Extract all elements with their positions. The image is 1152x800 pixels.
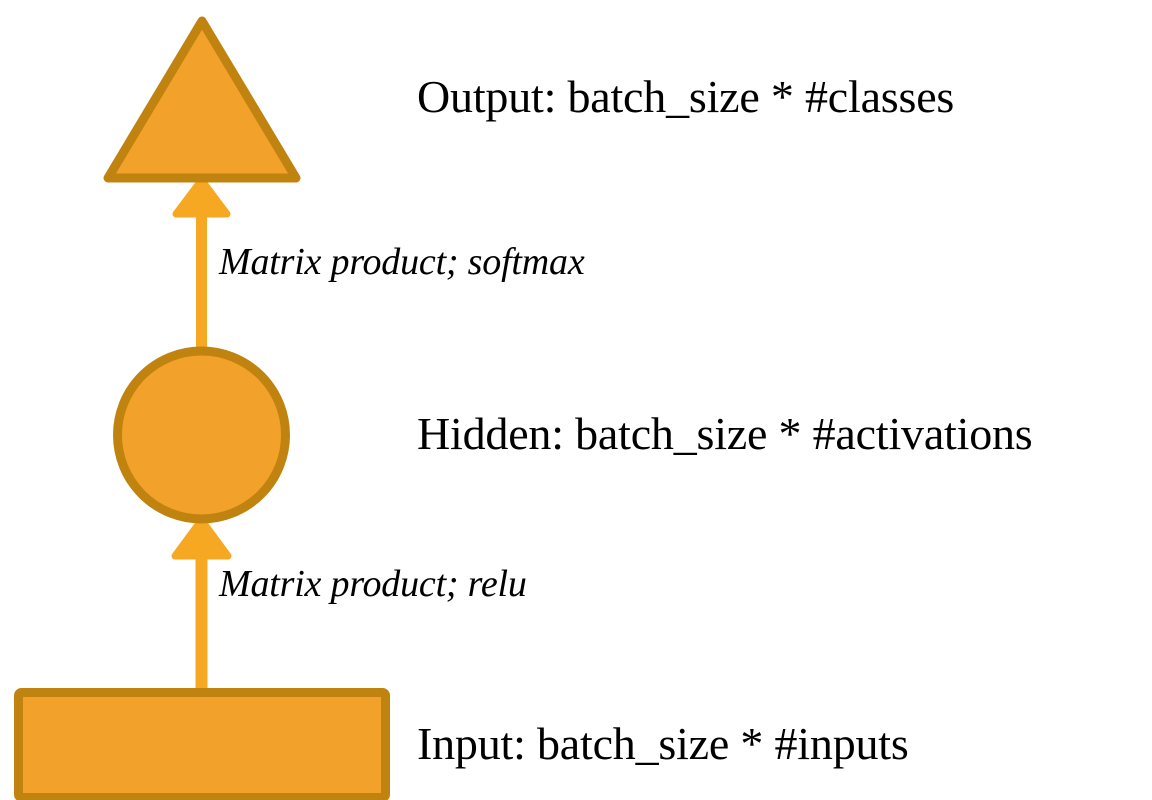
edge-input-to-hidden-arrow [171, 516, 232, 690]
edge-hidden-to-output-arrow [172, 176, 231, 353]
arrow-head-icon [172, 176, 231, 218]
node-input-rectangle[interactable] [14, 688, 390, 800]
arrow-head-icon [171, 516, 232, 560]
node-hidden-label: Hidden: batch_size * #activations [417, 408, 1033, 459]
arrow-shaft [195, 548, 208, 690]
edge-input-to-hidden-label: Matrix product; relu [219, 563, 527, 605]
node-output-triangle[interactable] [103, 16, 301, 183]
node-input-label: Input: batch_size * #inputs [417, 718, 909, 769]
edge-hidden-to-output-label: Matrix product; softmax [219, 241, 585, 283]
node-hidden-circle[interactable] [113, 346, 290, 524]
node-output-label: Output: batch_size * #classes [417, 71, 955, 122]
arrow-shaft [196, 208, 207, 353]
